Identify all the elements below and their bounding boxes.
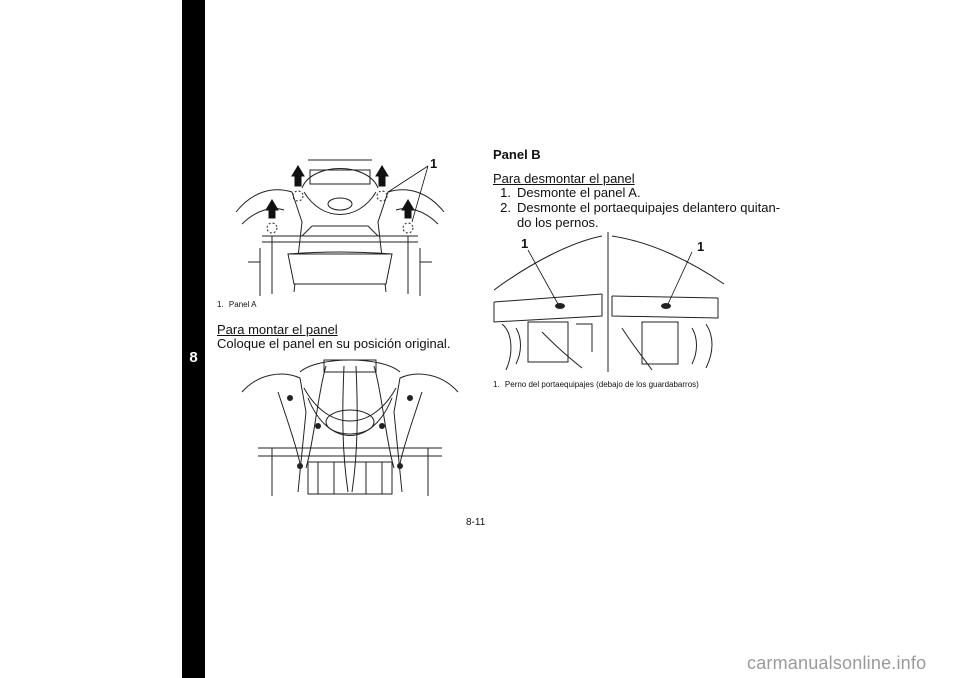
fig3-caption-number: 1. (493, 380, 500, 389)
fig1-callout: 1 (430, 156, 438, 171)
fig1-caption: 1. Panel A (217, 300, 256, 309)
fig1-caption-number: 1. (217, 300, 224, 309)
carrier-bolt-illustration (493, 232, 725, 372)
section-tab (182, 0, 205, 678)
step-text: Desmonte el portaequipajes delantero qui… (517, 200, 781, 215)
step-number: 1. (500, 185, 511, 200)
fig3-caption-text: Perno del portaequipajes (debajo de los … (504, 380, 699, 389)
step-item: do los pernos. (493, 215, 599, 230)
fig3-callout-left: 1 (521, 236, 529, 251)
fig3-caption: 1. Perno del portaequipajes (debajo de l… (493, 380, 699, 389)
fig3-callout-right: 1 (697, 239, 705, 254)
step-text: Desmonte el panel A. (517, 185, 641, 200)
watermark: carmanualsonline.info (747, 653, 927, 673)
install-text: Coloque el panel en su posición original… (217, 336, 451, 351)
step-text: do los pernos. (517, 215, 599, 230)
panel-installed-illustration (241, 359, 459, 496)
section-tab-number: 8 (189, 349, 198, 366)
step-item: 2. Desmonte el portaequipajes delantero q… (493, 200, 780, 215)
fig1-caption-text: Panel A (228, 300, 257, 309)
page-number: 8-11 (466, 517, 486, 528)
panel-a-illustration (235, 159, 445, 296)
remove-heading: Para desmontar el panel (493, 171, 635, 186)
step-item: 1. Desmonte el panel A. (493, 185, 641, 200)
panel-b-heading: Panel B (493, 147, 541, 162)
install-heading: Para montar el panel (217, 322, 338, 337)
step-number: 2. (500, 200, 511, 215)
